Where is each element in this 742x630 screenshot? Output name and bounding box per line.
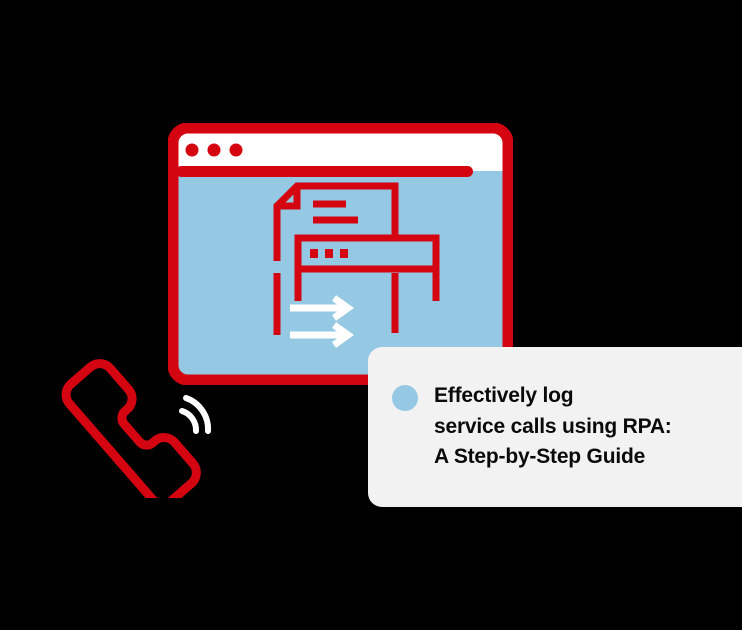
server-indicator-dot-3	[340, 249, 348, 258]
browser-dot-minimize	[207, 143, 221, 157]
phone-handset-illustration	[58, 338, 238, 498]
phone-handset-icon	[61, 359, 201, 498]
browser-dot-maximize	[229, 143, 243, 157]
card-title: Effectively log service calls using RPA:…	[434, 384, 672, 468]
phone-ring-wave-outer	[183, 395, 212, 434]
document-text-lines	[313, 200, 358, 224]
title-card: Effectively log service calls using RPA:…	[368, 347, 742, 507]
server-bar	[294, 234, 440, 301]
document-fold	[277, 186, 301, 210]
phone-ring-wave-inner	[179, 408, 199, 434]
server-bar-outline	[294, 234, 440, 273]
server-indicator-dot-1	[310, 249, 318, 258]
phone-ring-waves	[179, 395, 212, 434]
process-arrows	[290, 295, 355, 348]
server-indicator-dot-2	[325, 249, 333, 258]
browser-address-bar	[176, 166, 473, 177]
browser-dot-close	[185, 143, 199, 157]
process-arrow-2-head	[331, 322, 355, 348]
document-with-server-icon	[273, 182, 399, 335]
process-arrow-1-head	[331, 295, 355, 321]
browser-titlebar	[178, 133, 503, 171]
bullet-dot-icon	[392, 385, 418, 411]
